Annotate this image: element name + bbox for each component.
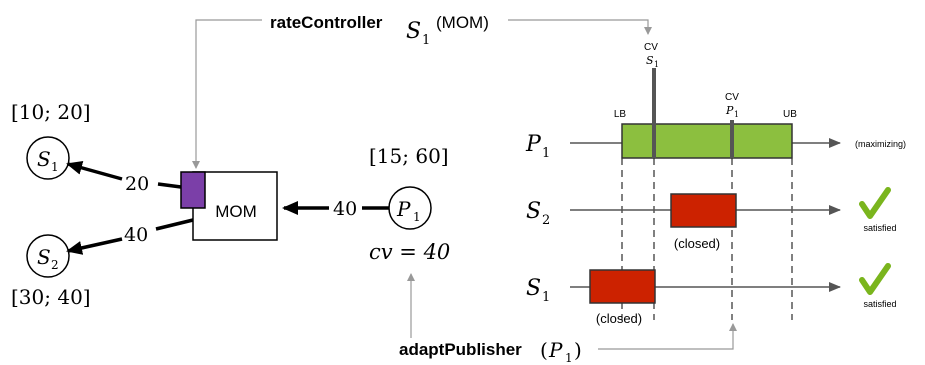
cv-s1-sub-label: 1	[654, 60, 659, 69]
rate-controller-var: S	[406, 19, 421, 44]
cv-p1-var-label: P	[725, 104, 734, 117]
rate-controller-sub: 1	[422, 33, 430, 48]
ub-label: UB	[783, 109, 797, 120]
rate-controller-to-mom-connector	[192, 19, 262, 169]
edge-mom-s2-a	[155, 218, 194, 231]
node-p1-var: P	[396, 197, 411, 221]
row-s1-status: satisfied	[863, 299, 896, 309]
cv-p1-sub-label: 1	[734, 110, 739, 119]
node-s2-range: [30; 40]	[11, 285, 91, 309]
node-p1-sub: 1	[413, 210, 421, 224]
node-s1-var: S	[37, 147, 51, 171]
node-s1-range: [10; 20]	[11, 100, 91, 124]
node-s1-sub: 1	[51, 160, 59, 174]
row-s2-bar	[670, 193, 737, 228]
rate-controller-label: rateController S 1 (MOM)	[270, 13, 489, 48]
cv-p1-cv-label: CV	[725, 92, 739, 103]
row-p1-sub: 1	[542, 146, 550, 161]
mom-controller-block	[180, 171, 206, 209]
row-s1-bar	[589, 269, 656, 304]
row-s1-bar-note: (closed)	[596, 311, 642, 326]
rate-controller-name: rateController	[270, 13, 383, 32]
mom-box	[192, 171, 278, 241]
row-s2-bar-note: (closed)	[674, 236, 720, 251]
node-s2-var: S	[37, 245, 51, 269]
row-p1-status: (maximizing)	[855, 139, 906, 149]
cv-s1-cv-label: CV	[644, 42, 658, 53]
adapt-publisher-var: P	[548, 338, 563, 362]
node-p1-range: [15; 60]	[369, 144, 449, 168]
row-s2-check-icon	[859, 187, 891, 219]
adapt-publisher-sub: 1	[565, 351, 573, 365]
adapt-publisher-open: (	[540, 338, 548, 362]
row-s2-sub: 2	[542, 213, 550, 228]
mom-label: MOM	[215, 202, 257, 221]
adapt-publisher-label: adaptPublisher ( P 1 )	[399, 338, 582, 365]
edge-s2-value: 40	[124, 224, 148, 246]
rate-controller-arg: (MOM)	[436, 13, 489, 32]
row-s1-sub: 1	[542, 290, 550, 305]
row-s1-var: S	[526, 276, 541, 301]
edge-mom-s2-b	[66, 237, 123, 255]
adapt-publisher-close: )	[574, 338, 582, 362]
cv-equation: cv = 40	[369, 240, 450, 264]
node-s1	[26, 136, 70, 180]
lb-label: LB	[614, 109, 627, 120]
adapt-publisher-name: adaptPublisher	[399, 340, 522, 359]
edge-mom-s1-b	[66, 161, 123, 181]
row-p1-var: P	[525, 132, 542, 157]
node-s2-sub: 2	[51, 258, 59, 272]
edge-s1-value: 20	[125, 173, 149, 195]
row-s1-check-icon	[859, 263, 891, 295]
row-p1-bar	[621, 123, 793, 159]
edge-p1-value: 40	[333, 198, 357, 220]
adapt-publisher-to-bars-connector	[598, 323, 737, 350]
row-s2-status: satisfied	[863, 223, 896, 233]
edge-mom-s1-a	[157, 182, 182, 189]
row-s2-var: S	[526, 199, 541, 224]
rate-controller-to-cv-connector	[508, 19, 652, 35]
node-s2	[26, 234, 70, 278]
cv-s1-var-label: S	[646, 54, 654, 67]
